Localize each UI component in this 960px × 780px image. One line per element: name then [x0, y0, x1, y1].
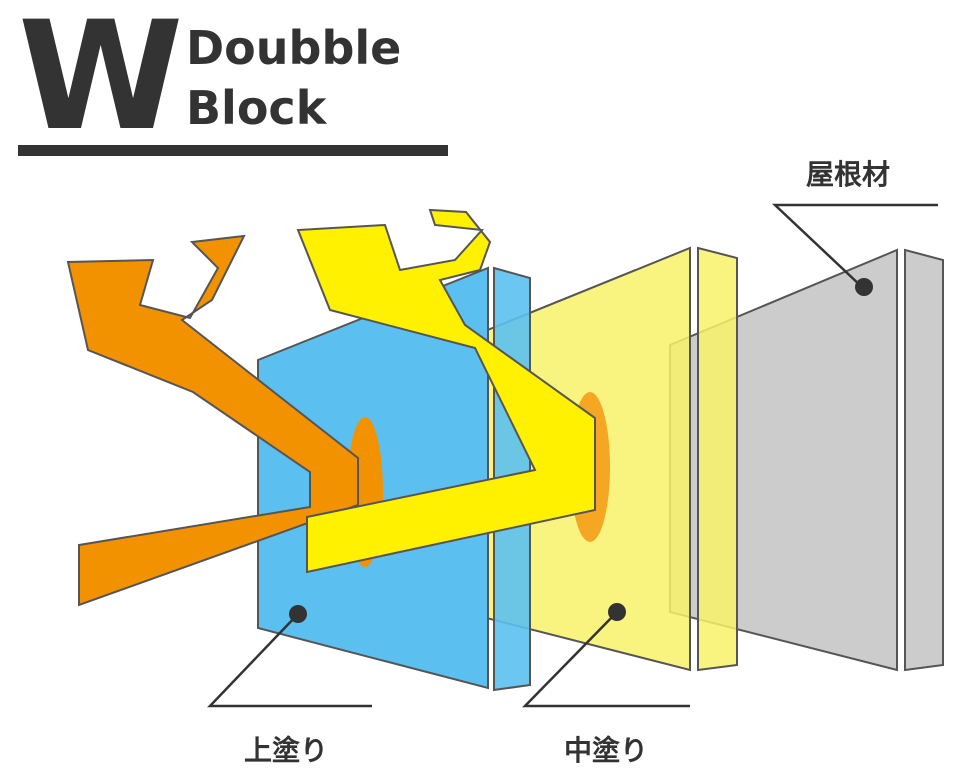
roof-label-group: 屋根材 [771, 158, 938, 296]
middle-coat-label-group: 中塗り [522, 603, 690, 767]
roof-label: 屋根材 [806, 158, 890, 191]
top-coat-label-group: 上塗り [207, 605, 372, 767]
logo-mark: W [18, 0, 183, 164]
logo: W Doubble Block [18, 0, 448, 164]
roof-leader-line [771, 203, 938, 288]
orange-reflection-arrow [66, 234, 359, 607]
logo-underline [18, 145, 448, 156]
middle-coat-panel-edge [697, 246, 738, 672]
middle-coat-leader-line [522, 611, 690, 708]
roof-panel-edge [904, 248, 944, 672]
top-coat-label: 上塗り [244, 734, 328, 767]
roof-leader-dot [855, 278, 873, 296]
top-coat-leader-line [207, 613, 372, 708]
logo-line-2: Block [186, 81, 328, 135]
middle-coat-label: 中塗り [564, 734, 648, 767]
yellow-reflection-arrow [296, 208, 596, 574]
logo-line-1: Doubble [186, 21, 401, 75]
